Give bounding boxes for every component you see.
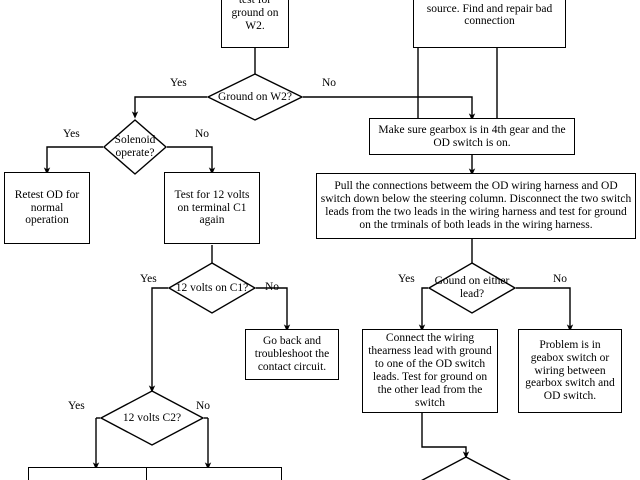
edge-label-12v-c1-no: No: [265, 281, 280, 293]
node-connect-wiring-harness-text: Connect the wiring thearness lead with g…: [368, 332, 492, 409]
edge-groundw2-yes-to-solenoid: [131, 96, 207, 119]
edge-label-ground-w2-yes: Yes: [170, 77, 187, 89]
node-pull-connections: Pull the connections betweem the OD wiri…: [316, 173, 636, 239]
decision-bottom-right-clipped-label: [414, 456, 518, 480]
node-go-back-troubleshoot: Go back and troubleshoot the contact cir…: [245, 329, 339, 380]
decision-12-volts-c2: 12 volts C2?: [99, 390, 205, 446]
decision-12-volts-on-c1-label: 12 volts on C1?: [175, 281, 249, 294]
edge-label-12v-c2-yes: Yes: [68, 400, 85, 412]
decision-12-volts-c2-label: 12 volts C2?: [122, 411, 182, 424]
node-gearbox-4th-gear-text: Make sure gearbox is in 4th gear and the…: [378, 123, 566, 149]
decision-solenoid-operate-label: Solenoid operate?: [114, 134, 156, 159]
node-switch-test-w2: switch and test for ground on W2.: [221, 0, 289, 48]
node-gearbox-switch-problem-text: Problem is in geabox switch or wiring be…: [525, 338, 615, 403]
edge-label-either-lead-yes: Yes: [398, 273, 415, 285]
node-bottom-mid-clipped: [146, 467, 282, 480]
node-switch-test-w2-text: switch and test for ground on W2.: [231, 0, 279, 32]
edge-groundlead-yes-to-connect: [418, 287, 428, 332]
node-test-12v-c1-text: Test for 12 volts on terminal C1 again: [174, 188, 250, 227]
edge-label-solenoid-yes: Yes: [63, 128, 80, 140]
edge-label-solenoid-no: No: [195, 128, 210, 140]
edge-label-ground-w2-no: No: [322, 77, 337, 89]
node-test-12v-c1: Test for 12 volts on terminal C1 again: [164, 172, 260, 244]
edge-groundw2-no-to-gearbox: [303, 96, 476, 121]
decision-solenoid-operate: Solenoid operate?: [102, 119, 168, 175]
node-retest-od-text: Retest OD for normal operation: [14, 188, 80, 227]
node-bottom-left-clipped: [28, 467, 164, 480]
node-retest-od: Retest OD for normal operation: [4, 172, 90, 244]
node-gearbox-4th-gear: Make sure gearbox is in 4th gear and the…: [369, 118, 575, 155]
decision-ground-either-lead-label: Gound on either lead?: [434, 275, 510, 300]
edge-12vc1-no-to-goback: [256, 287, 291, 332]
decision-ground-either-lead: Gound on either lead?: [427, 262, 517, 314]
edge-connect-to-bottom-decision: [421, 413, 470, 459]
node-connect-wiring-harness: Connect the wiring thearness lead with g…: [362, 329, 498, 413]
node-trace-circuit-text: on. Trace cicuit back to 12 volt source.…: [418, 0, 561, 28]
edge-groundlead-no-to-problem: [516, 287, 574, 332]
node-gearbox-switch-problem: Problem is in geabox switch or wiring be…: [518, 329, 622, 413]
edge-solenoid-yes-to-retest: [43, 146, 103, 175]
edge-label-12v-c1-yes: Yes: [140, 273, 157, 285]
node-trace-circuit: on. Trace cicuit back to 12 volt source.…: [413, 0, 566, 48]
decision-12-volts-on-c1: 12 volts on C1?: [167, 262, 257, 314]
edge-12vc1-yes-to-12vc2: [148, 287, 168, 393]
node-go-back-troubleshoot-text: Go back and troubleshoot the contact cir…: [254, 335, 330, 373]
edge-label-either-lead-no: No: [553, 273, 568, 285]
decision-ground-on-w2: Ground on W2?: [206, 73, 304, 121]
node-pull-connections-text: Pull the connections betweem the OD wiri…: [320, 180, 632, 231]
decision-ground-on-w2-label: Ground on W2?: [218, 90, 292, 103]
decision-bottom-right-clipped: [414, 456, 518, 480]
edge-label-12v-c2-no: No: [196, 400, 211, 412]
edge-solenoid-no-to-testc1: [167, 146, 216, 175]
